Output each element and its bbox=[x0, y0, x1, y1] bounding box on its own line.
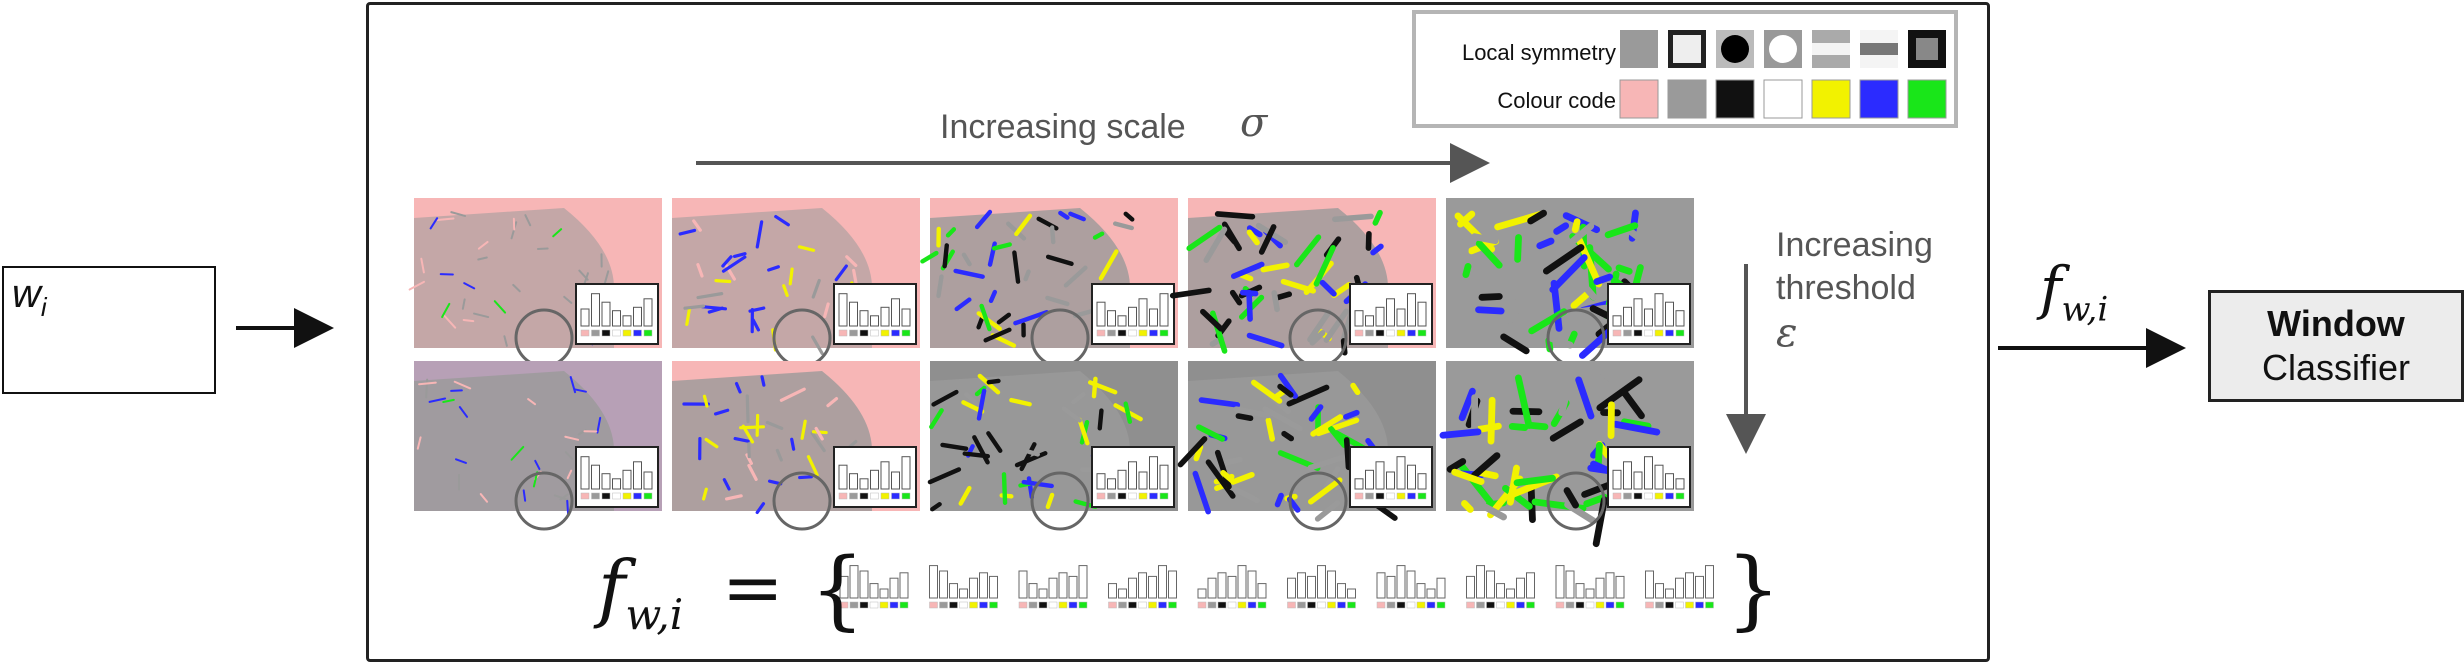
symmetry-map-tile bbox=[408, 198, 662, 368]
black-dot-icon bbox=[1716, 30, 1754, 68]
mini-histogram bbox=[1466, 565, 1535, 609]
grey-line-icon bbox=[1812, 30, 1850, 68]
threshold-arrow-label: Increasing threshold bbox=[1776, 224, 1933, 310]
dark-ring-icon bbox=[1668, 30, 1706, 68]
feature-vector-lhs: fw,i = bbox=[598, 545, 784, 639]
symmetry-map-tile bbox=[1177, 361, 1436, 531]
mini-histogram bbox=[929, 565, 998, 609]
output-f-symbol: f bbox=[2040, 254, 2062, 322]
window-classifier-box: Window Classifier bbox=[2208, 290, 2464, 402]
symmetry-map-tile bbox=[414, 361, 662, 531]
mini-histogram bbox=[1376, 565, 1446, 609]
threshold-label-line1: Increasing bbox=[1776, 226, 1933, 264]
open-brace: { bbox=[810, 540, 865, 640]
input-window-symbol: w bbox=[12, 272, 41, 316]
white-dot-icon bbox=[1764, 30, 1802, 68]
input-window-box bbox=[2, 266, 216, 394]
colour-swatch bbox=[1715, 79, 1755, 119]
mini-histogram bbox=[839, 565, 909, 609]
legend-colour-label: Colour code bbox=[1497, 88, 1616, 113]
input-window-label: wi bbox=[12, 272, 47, 323]
threshold-label-line2: threshold bbox=[1776, 269, 1916, 307]
colour-swatch bbox=[1763, 79, 1803, 119]
flat-grey-icon bbox=[1620, 30, 1658, 68]
classifier-title: Window bbox=[2267, 303, 2405, 344]
dark-square-icon bbox=[1908, 30, 1946, 68]
mini-histogram bbox=[1287, 565, 1356, 609]
colour-swatch bbox=[1619, 79, 1659, 119]
feature-subscript: w,i bbox=[625, 589, 684, 639]
legend-symmetry-label: Local symmetry bbox=[1461, 40, 1616, 65]
mini-histogram bbox=[1108, 565, 1177, 609]
symmetry-map-tile bbox=[1439, 361, 1694, 548]
mini-histogram bbox=[1645, 565, 1714, 609]
symmetry-map-tile bbox=[672, 198, 920, 368]
colour-swatch bbox=[1859, 79, 1899, 119]
feature-extraction-panel bbox=[366, 2, 1990, 662]
colour-swatch bbox=[1667, 79, 1707, 119]
close-brace: } bbox=[1726, 540, 1781, 640]
feature-f-symbol: f bbox=[598, 545, 626, 631]
colour-swatch bbox=[1907, 79, 1947, 119]
scale-arrow-label: Increasing scale bbox=[940, 108, 1186, 146]
symmetry-map-tile bbox=[920, 198, 1178, 368]
feature-histogram-sequence bbox=[839, 565, 1714, 609]
symmetry-map-tile bbox=[927, 361, 1178, 531]
dark-line-icon bbox=[1860, 30, 1898, 68]
classifier-subtitle: Classifier bbox=[2261, 347, 2411, 388]
output-feature-label: fw,i bbox=[2040, 254, 2108, 330]
output-subscript: w,i bbox=[2061, 289, 2109, 330]
symmetry-map-tile bbox=[1169, 198, 1436, 368]
sigma-symbol: σ bbox=[1240, 100, 1268, 146]
epsilon-symbol: ε bbox=[1776, 310, 1798, 356]
legend-swatches bbox=[1619, 30, 1947, 119]
equals-sign: = bbox=[721, 545, 784, 631]
mini-histogram bbox=[1555, 565, 1625, 609]
colour-swatch bbox=[1811, 79, 1851, 119]
mini-histogram bbox=[1018, 565, 1088, 609]
symmetry-map-tile bbox=[1446, 198, 1694, 368]
legend-box: Local symmetry Colour code bbox=[1412, 10, 1958, 128]
input-window-subscript: i bbox=[40, 292, 47, 322]
symmetry-map-tile bbox=[672, 361, 920, 531]
symmetry-map-grid bbox=[408, 198, 1694, 548]
mini-histogram bbox=[1197, 565, 1267, 609]
